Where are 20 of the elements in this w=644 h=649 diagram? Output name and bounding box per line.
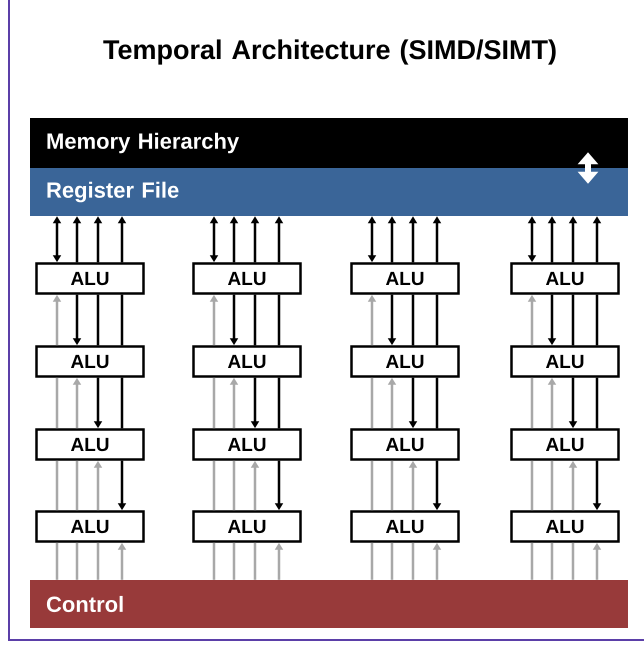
- alu-box: ALU: [35, 262, 145, 295]
- alu-box: ALU: [510, 510, 620, 543]
- alu-box: ALU: [350, 428, 460, 461]
- title: Temporal Architecture (SIMD/SIMT): [103, 39, 556, 65]
- alu-box: ALU: [35, 345, 145, 378]
- memory-band: Memory Hierarchy: [30, 118, 628, 168]
- alu-box: ALU: [510, 262, 620, 295]
- alu-box: ALU: [192, 510, 302, 543]
- alu-box: ALU: [350, 510, 460, 543]
- alu-box: ALU: [35, 428, 145, 461]
- register-band: Register File: [30, 168, 628, 216]
- alu-box: ALU: [192, 345, 302, 378]
- alu-box: ALU: [192, 262, 302, 295]
- alu-box: ALU: [350, 262, 460, 295]
- alu-box: ALU: [192, 428, 302, 461]
- control-band: Control: [30, 580, 628, 628]
- alu-box: ALU: [350, 345, 460, 378]
- alu-box: ALU: [35, 510, 145, 543]
- alu-box: ALU: [510, 345, 620, 378]
- alu-box: ALU: [510, 428, 620, 461]
